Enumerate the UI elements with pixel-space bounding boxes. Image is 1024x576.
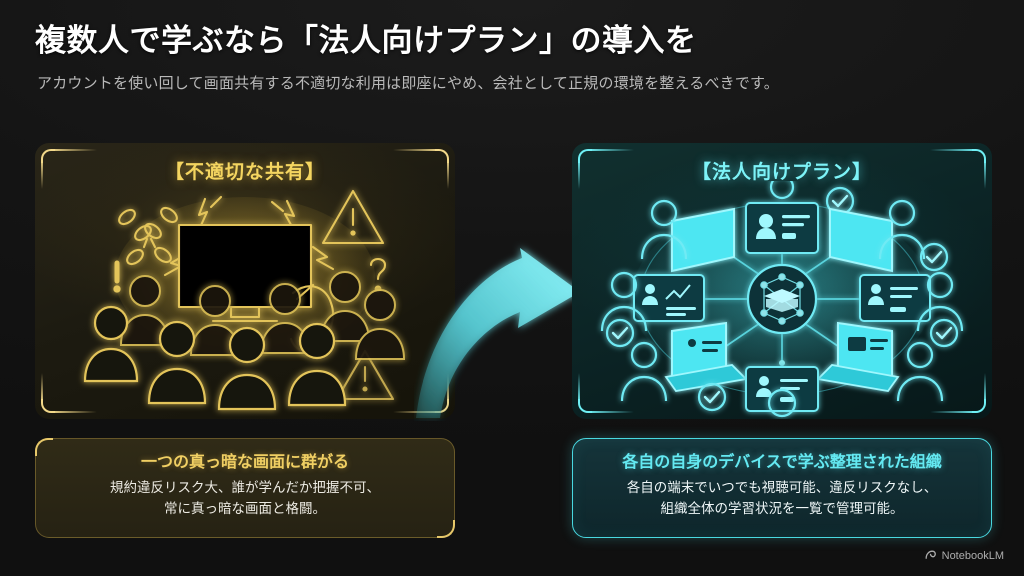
laptop-icon [816,321,900,392]
user-avatar-icon [767,388,797,418]
left-caption-box: 一つの真っ暗な画面に群がる 規約違反リスク大、誰が学んだか把握不可、 常に真っ暗… [35,438,455,538]
left-caption-line-1: 規約違反リスク大、誰が学んだか把握不可、 [110,480,380,496]
warning-triangle-icon [335,349,395,401]
header: 複数人で学ぶなら「法人向けプラン」の導入を アカウントを使い回して画面共有する不… [35,22,994,94]
id-card-icon [745,202,819,254]
left-caption-line-2: 常に真っ暗な画面と格闘。 [164,501,326,517]
curved-right-arrow-icon [416,248,580,418]
right-caption-title: 各自の自身のデバイスで学ぶ整理された組織 [622,454,942,471]
check-badge-icon [929,318,959,348]
warning-triangle-icon [321,189,385,245]
id-card-icon [859,274,931,322]
monitor-screen-icon [671,207,735,273]
broken-chain-icon [118,206,178,266]
left-illustration-panel: 【不適切な共有】 [35,143,455,419]
right-caption-line-2: 組織全体の学習状況を一覧で管理可能。 [660,501,904,517]
networked-devices-hub-illustration [600,181,964,418]
page-subtitle: アカウントを使い回して画面共有する不適切な利用は即座にやめ、会社として正規の環境… [37,74,779,92]
crowd-silhouettes [119,271,406,360]
corner-accent-icon [437,520,455,538]
graduation-cap-icon [764,289,800,312]
check-badge-icon [697,382,727,412]
watermark: NotebookLM [924,549,1004,562]
right-caption-box: 各自の自身のデバイスで学ぶ整理された組織 各自の端末でいつでも視聴可能、違反リス… [572,438,992,538]
right-panel-heading: 【法人向けプラン】 [691,162,872,183]
user-avatar-icon [896,341,944,402]
notebooklm-logo-icon [925,550,936,559]
watermark-label: NotebookLM [941,549,1004,562]
check-badge-icon [605,318,635,348]
analytics-card-icon [633,274,705,322]
right-caption-line-1: 各自の端末でいつでも視聴可能、違反リスクなし、 [626,480,938,496]
user-avatar-icon [620,341,668,402]
user-avatar-icon [640,199,688,260]
right-illustration-panel: 【法人向けプラン】 [572,143,992,419]
left-caption-title: 一つの真っ暗な画面に群がる [140,454,349,471]
user-avatar-icon [769,181,795,200]
page-title: 複数人で学ぶなら「法人向けプラン」の導入を [35,23,697,58]
user-avatar-icon [600,271,648,332]
user-avatar-icon [916,271,964,332]
central-hub-node [746,263,818,335]
user-avatar-icon [878,199,926,260]
crowd-around-dark-monitor-illustration [83,189,406,411]
left-panel-heading: 【不適切な共有】 [164,162,325,183]
exclamation-mark-icon [113,260,121,293]
check-badge-icon [919,242,949,272]
monitor-screen-icon [829,207,893,273]
